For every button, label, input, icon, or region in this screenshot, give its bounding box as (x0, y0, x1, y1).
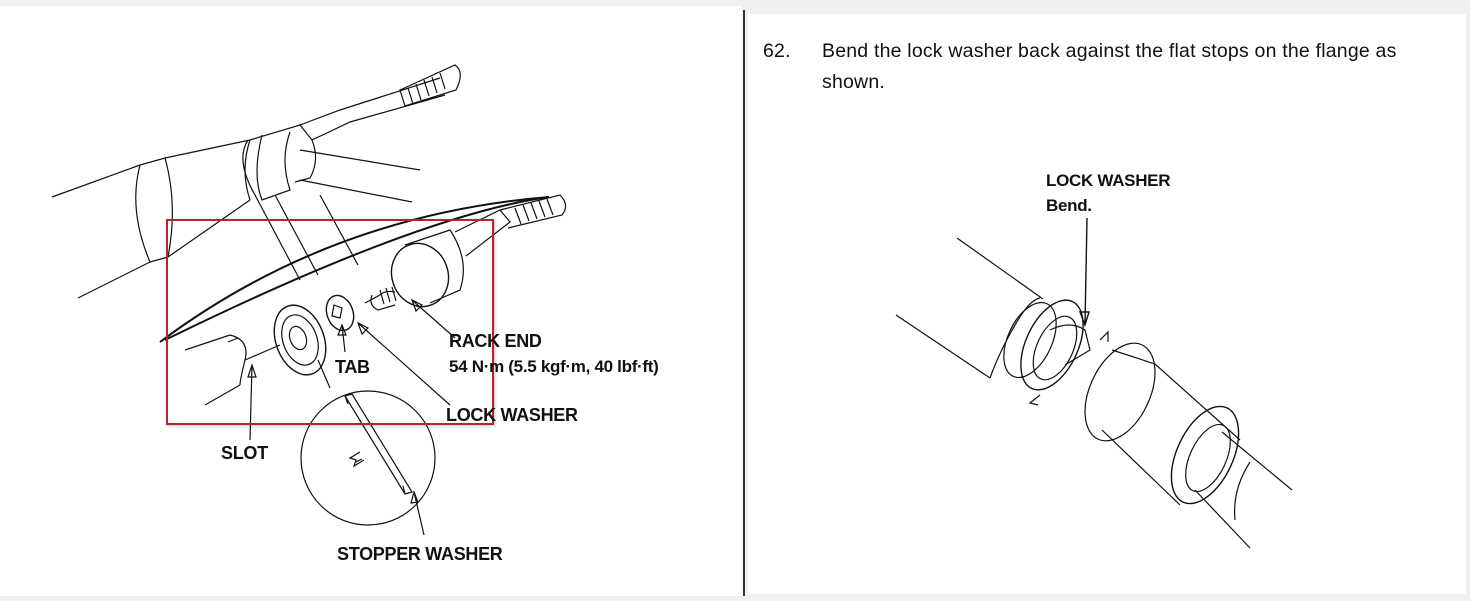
lock-washer-bend-diagram (895, 217, 1293, 549)
bend-callout: Bend. (1046, 196, 1092, 215)
step-number: 62. (763, 40, 791, 62)
torque-spec-label: 54 N·m (5.5 kgf·m, 40 lbf·ft) (449, 357, 659, 376)
left-illustration-panel: RACK END 54 N·m (5.5 kgf·m, 40 lbf·ft) T… (0, 6, 742, 596)
lock-washer-label: LOCK WASHER (446, 405, 578, 425)
rack-end-label: RACK END (449, 331, 542, 351)
right-instruction-panel: 62. Bend the lock washer back against th… (748, 14, 1466, 594)
page-divider (743, 10, 745, 596)
rack-end-exploded-diagram (51, 64, 567, 536)
stopper-washer-label: STOPPER WASHER (337, 544, 503, 564)
lock-washer-callout: LOCK WASHER (1046, 171, 1171, 190)
highlight-rectangle (166, 219, 494, 425)
slot-label: SLOT (221, 443, 268, 463)
step-instruction: Bend the lock washer back against the fl… (822, 40, 1397, 93)
tab-label: TAB (335, 357, 370, 377)
